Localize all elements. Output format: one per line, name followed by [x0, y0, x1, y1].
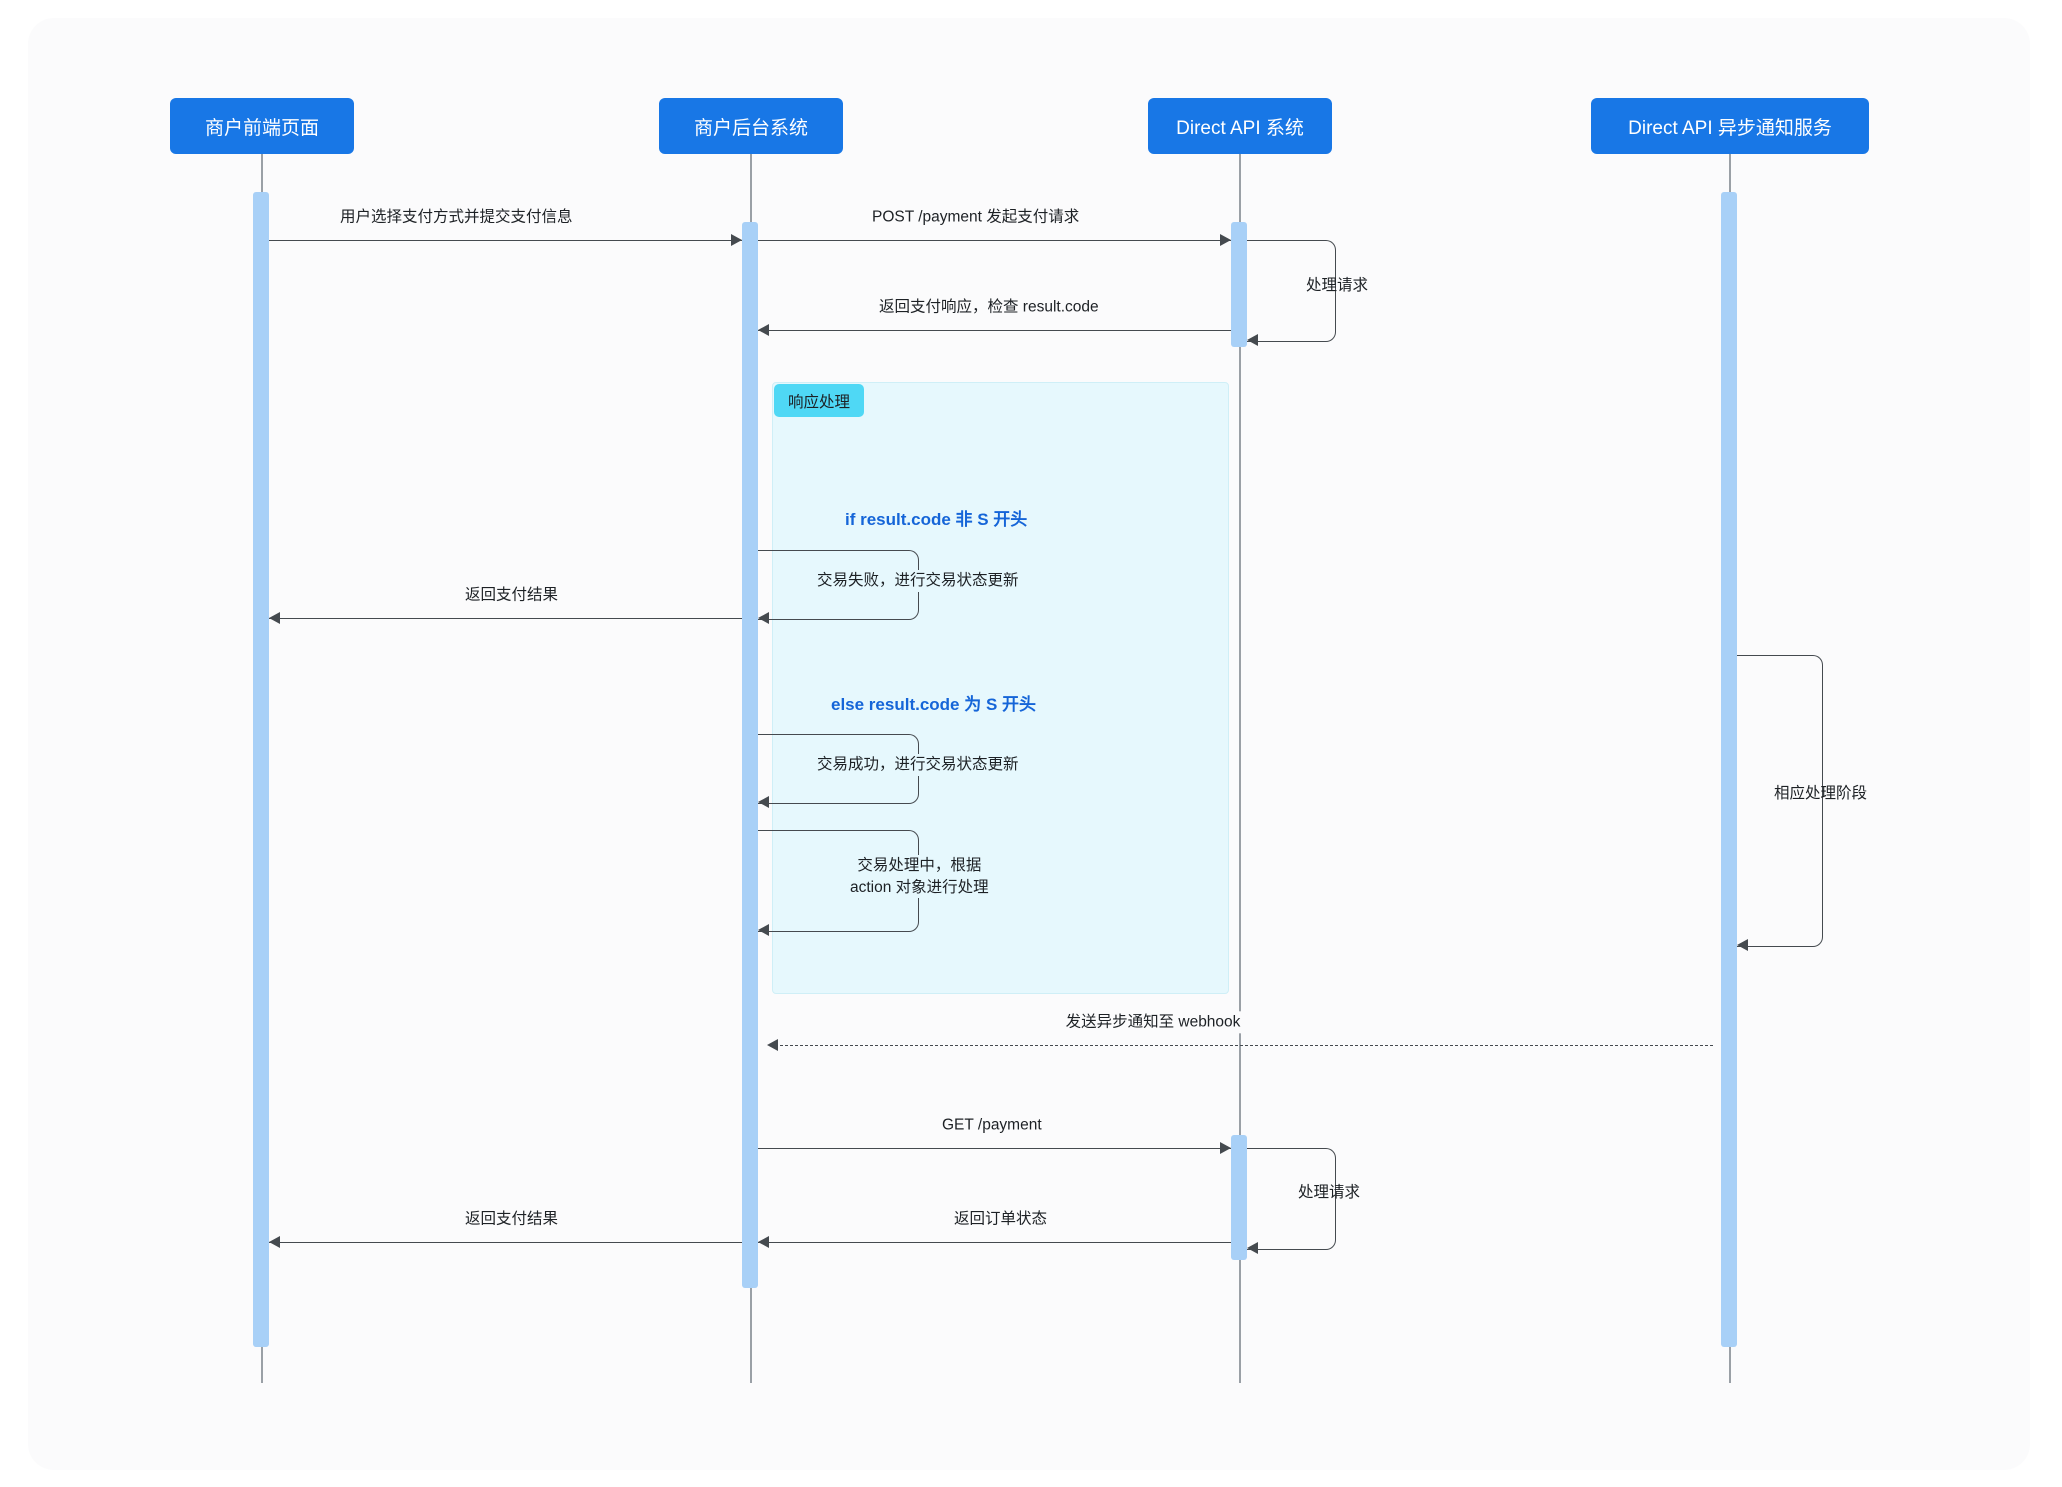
- message-selfloop-m3: [1247, 240, 1336, 342]
- message-label-m2: POST /payment 发起支付请求: [862, 206, 1090, 228]
- message-line-m1: [269, 240, 742, 241]
- actor-label-backend: 商户后台系统: [693, 117, 808, 139]
- message-arrow-m2: [1220, 234, 1231, 246]
- fragment-tab: 响应处理: [774, 384, 865, 417]
- message-label-m4: 返回支付响应，检查 result.code: [869, 296, 1109, 318]
- message-arrow-m1: [731, 234, 742, 246]
- message-arrow-m12: [1247, 1242, 1258, 1254]
- actor-label-api: Direct API 系统: [1176, 117, 1304, 139]
- actor-box-notify[interactable]: Direct API 异步通知服务: [1591, 98, 1869, 154]
- actor-label-notify: Direct API 异步通知服务: [1628, 117, 1832, 139]
- message-line-m13: [758, 1242, 1231, 1243]
- message-label-m1: 用户选择支付方式并提交支付信息: [330, 206, 583, 228]
- message-selfloop-m9: [1737, 655, 1823, 947]
- actor-box-api[interactable]: Direct API 系统: [1148, 98, 1332, 154]
- message-line-m6: [269, 618, 742, 619]
- message-label-m3: 处理请求: [1306, 277, 1369, 294]
- actor-box-frontend[interactable]: 商户前端页面: [170, 98, 354, 154]
- actor-label-frontend: 商户前端页面: [204, 117, 319, 139]
- activation-api-1: [1231, 222, 1247, 347]
- message-line-m4: [758, 330, 1231, 331]
- fragment-tab-label: 响应处理: [788, 393, 851, 411]
- message-arrow-m11: [1220, 1142, 1231, 1154]
- actor-box-backend[interactable]: 商户后台系统: [659, 98, 843, 154]
- message-label-m8: 交易处理中，根据 action 对象进行处理: [840, 855, 999, 899]
- message-line-m14: [269, 1242, 742, 1243]
- message-line-m11: [758, 1148, 1231, 1149]
- message-label-m14: 返回支付结果: [455, 1208, 569, 1230]
- message-arrow-m9: [1737, 939, 1748, 951]
- message-arrow-m7: [758, 796, 769, 808]
- message-label-m12: 处理请求: [1298, 1184, 1361, 1201]
- message-label-m10: 发送异步通知至 webhook: [1055, 1011, 1251, 1033]
- fragment-condition-else-label: else result.code 为 S 开头: [831, 695, 1037, 714]
- fragment-condition-if: if result.code 非 S 开头: [845, 505, 1027, 530]
- message-label-m6: 返回支付结果: [455, 584, 569, 606]
- activation-notify: [1721, 192, 1737, 1347]
- activation-api-2: [1231, 1135, 1247, 1260]
- message-arrow-m14: [269, 1236, 280, 1248]
- message-label-m7: 交易成功，进行交易状态更新: [807, 754, 1029, 776]
- message-label-m11: GET /payment: [932, 1114, 1052, 1136]
- message-arrow-m5: [758, 612, 769, 624]
- message-label-m13: 返回订单状态: [944, 1208, 1058, 1230]
- activation-backend: [742, 222, 758, 1288]
- lifeline-api: [1239, 154, 1241, 1383]
- activation-frontend: [253, 192, 269, 1347]
- message-selfloop-m12: [1247, 1148, 1336, 1250]
- message-label-m8-text: 交易处理中，根据 action 对象进行处理: [850, 857, 989, 896]
- message-arrow-m13: [758, 1236, 769, 1248]
- message-arrow-m3: [1247, 334, 1258, 346]
- message-arrow-m4: [758, 324, 769, 336]
- message-label-m5: 交易失败，进行交易状态更新: [807, 570, 1029, 592]
- message-line-m2: [758, 240, 1231, 241]
- message-arrow-m8: [758, 924, 769, 936]
- message-arrow-m6: [269, 612, 280, 624]
- message-line-m10: [770, 1045, 1713, 1046]
- message-label-m9: 相应处理阶段: [1774, 785, 1868, 802]
- fragment-condition-else: else result.code 为 S 开头: [831, 690, 1036, 715]
- fragment-condition-if-label: if result.code 非 S 开头: [845, 510, 1028, 529]
- message-arrow-m10: [767, 1039, 778, 1051]
